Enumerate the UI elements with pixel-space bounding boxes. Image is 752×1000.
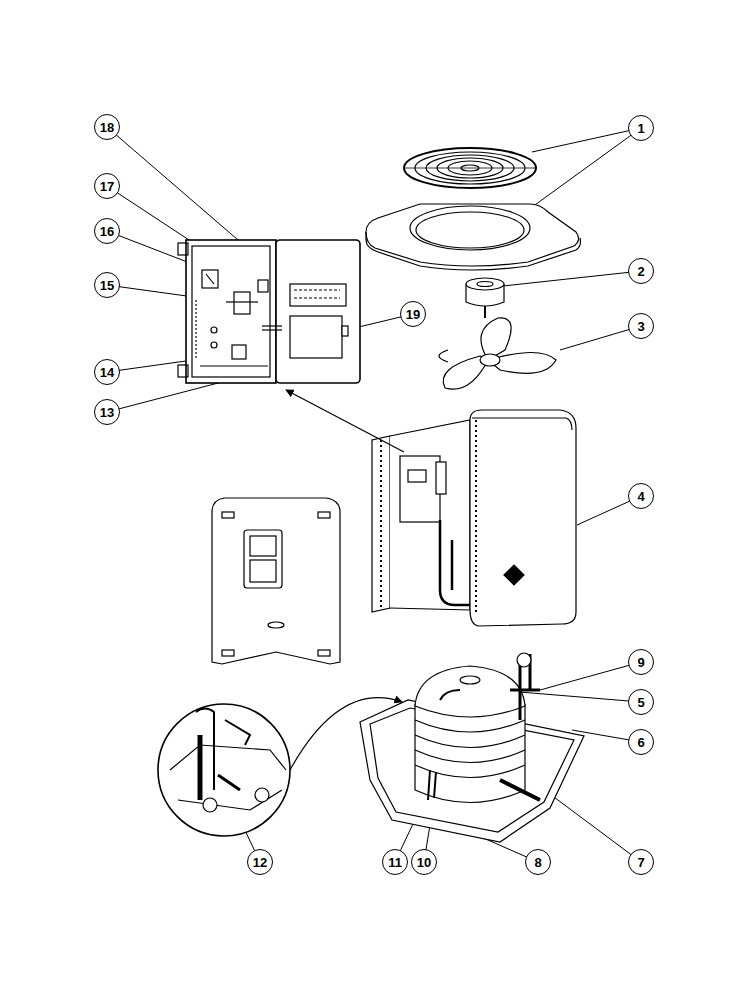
callout-circle: 10 — [411, 849, 437, 875]
callout-circle: 7 — [628, 849, 654, 875]
callout-circle: 15 — [94, 272, 120, 298]
base-pan — [360, 653, 584, 842]
callout-number: 17 — [100, 180, 114, 193]
leader-lines — [107, 127, 641, 862]
callout-circle: 18 — [94, 114, 120, 140]
callout-number: 4 — [637, 490, 644, 503]
callout-number: 18 — [100, 121, 114, 134]
callout-number: 19 — [406, 308, 420, 321]
callout-number: 9 — [637, 656, 644, 669]
callout-circle: 6 — [628, 729, 654, 755]
callout-number: 14 — [100, 366, 114, 379]
electrical-box — [178, 240, 360, 383]
callout-number: 16 — [100, 225, 114, 238]
fan-blade — [439, 318, 556, 389]
callout-circle: 1 — [628, 115, 654, 141]
callout-number: 12 — [253, 856, 267, 869]
callout-number: 6 — [637, 736, 644, 749]
callout-number: 5 — [637, 696, 644, 709]
top-cover — [366, 204, 581, 270]
callout-number: 8 — [534, 856, 541, 869]
callout-circle: 16 — [94, 218, 120, 244]
callout-number: 2 — [637, 265, 644, 278]
callout-circle: 2 — [628, 258, 654, 284]
callout-circle: 5 — [628, 689, 654, 715]
fan-grill — [404, 148, 536, 188]
callout-circle: 11 — [382, 849, 408, 875]
callout-circle: 4 — [628, 483, 654, 509]
callout-circle: 13 — [94, 399, 120, 425]
cabinet — [372, 410, 576, 626]
front-panel — [212, 498, 340, 664]
callout-number: 7 — [637, 856, 644, 869]
callout-number: 15 — [100, 279, 114, 292]
callout-number: 13 — [100, 406, 114, 419]
callout-circle: 3 — [628, 313, 654, 339]
callout-number: 10 — [417, 856, 431, 869]
fan-motor — [466, 278, 504, 318]
callout-circle: 8 — [525, 849, 551, 875]
callout-circle: 17 — [94, 173, 120, 199]
callout-circle: 12 — [247, 849, 273, 875]
detail-inset — [158, 704, 290, 836]
assembly-arrow — [286, 390, 404, 452]
callout-number: 11 — [388, 856, 402, 869]
inset-arrow — [290, 698, 402, 770]
callout-number: 1 — [637, 122, 644, 135]
callout-circle: 14 — [94, 359, 120, 385]
callout-circle: 9 — [628, 649, 654, 675]
callout-number: 3 — [637, 320, 644, 333]
callout-circle: 19 — [400, 301, 426, 327]
